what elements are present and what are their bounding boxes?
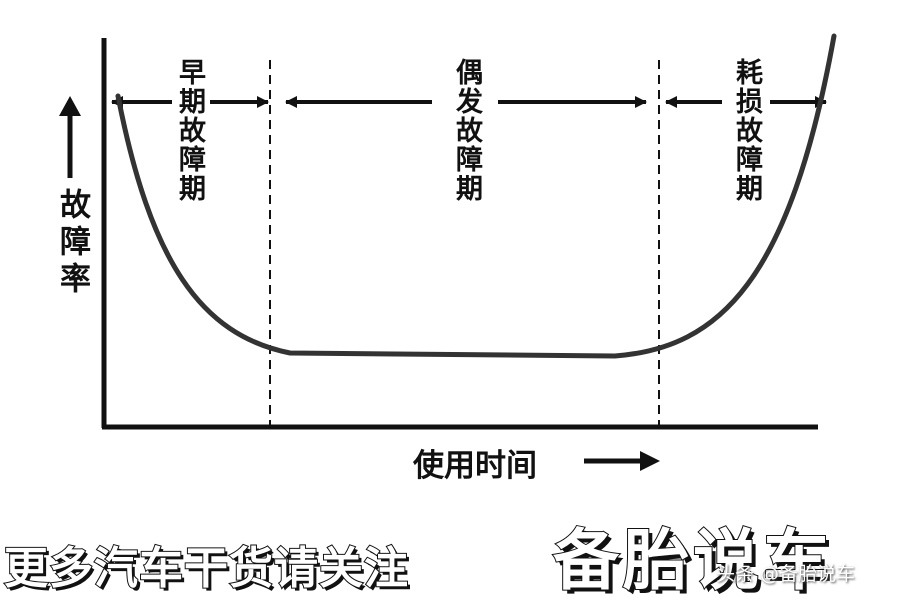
bathtub-curve — [115, 33, 837, 359]
watermark-text: 头条 @备胎说车 — [716, 563, 856, 585]
y-axis-label: 故障率 — [54, 188, 90, 299]
follow-banner-text: 更多汽车干货请关注 — [3, 542, 409, 595]
random-phase-label: 偶发故障期 — [451, 58, 482, 203]
brand-logo-text: 备胎说车 — [552, 521, 833, 600]
wearout-phase-label: 耗损故障期 — [731, 58, 762, 203]
early-phase-label: 早期故障期 — [174, 58, 205, 203]
x-axis-label: 使用时间 — [413, 448, 537, 484]
x-axis-right-arrow-head — [640, 451, 660, 471]
y-axis-up-arrow-head — [59, 96, 81, 116]
